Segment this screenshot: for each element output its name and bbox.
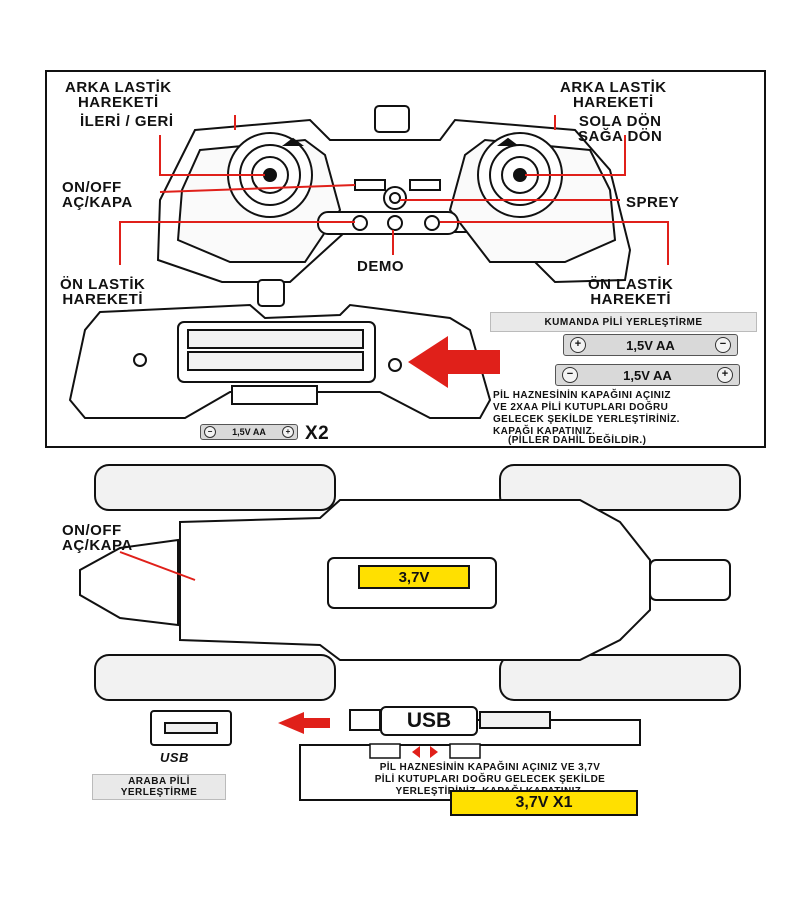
batteries-not-included-note: (PİLLER DAHİL DEĞİLDİR.) bbox=[508, 435, 647, 446]
controller-top-view bbox=[156, 105, 632, 284]
spray-label: SPREY bbox=[626, 194, 680, 211]
compartment-battery-icon: − 1,5V AA + bbox=[200, 424, 298, 440]
plus-icon: + bbox=[717, 367, 733, 383]
callout-lines bbox=[119, 115, 669, 265]
usb-logo: USB bbox=[160, 750, 189, 765]
remote-battery-instructions: PİL HAZNESİNİN KAPAĞINI AÇINIZ VE 2XAA P… bbox=[493, 390, 680, 437]
plus-icon: + bbox=[570, 337, 586, 353]
insert-arrow bbox=[408, 336, 500, 388]
battery-aa-1: + 1,5V AA − bbox=[563, 334, 738, 356]
remote-battery-title: KUMANDA PİLİ YERLEŞTİRME bbox=[490, 312, 757, 332]
battery-quantity: X2 bbox=[305, 423, 330, 444]
usb-port-icon bbox=[150, 710, 232, 746]
forward-back-label: İLERİ / GERİ bbox=[80, 113, 174, 130]
usb-arrow bbox=[278, 712, 330, 734]
demo-label: DEMO bbox=[357, 258, 404, 275]
minus-icon: − bbox=[562, 367, 578, 383]
controller-back-view bbox=[68, 279, 492, 419]
usb-plug-label: USB bbox=[380, 706, 478, 736]
charger-connector bbox=[369, 743, 481, 759]
battery-aa-2: − 1,5V AA + bbox=[555, 364, 740, 386]
minus-icon: − bbox=[715, 337, 731, 353]
car-battery-slot: 3,7V bbox=[358, 565, 470, 589]
car-battery-quantity: 3,7V X1 bbox=[450, 790, 638, 816]
